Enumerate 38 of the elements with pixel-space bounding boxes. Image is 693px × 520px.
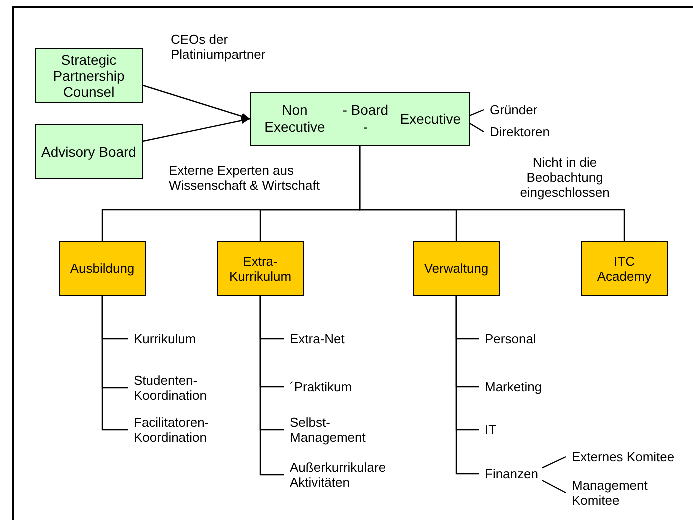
item-label: Externes Komitee xyxy=(572,450,675,464)
connector-line xyxy=(102,296,128,431)
item-label: Kurrikulum xyxy=(134,332,196,346)
item-label: Management Komitee xyxy=(572,478,682,508)
arrow xyxy=(142,117,250,142)
board-box xyxy=(250,92,470,146)
item-label: Studenten-Koordination xyxy=(134,373,244,403)
note-text: Nicht in die Beobachtung eingeschlossen xyxy=(519,155,611,200)
board-text: - Board - xyxy=(342,102,390,136)
board-text: Non Executive xyxy=(264,102,326,136)
arrow xyxy=(142,84,250,120)
item-label: Finanzen xyxy=(485,466,538,482)
connector-line xyxy=(542,480,566,494)
connector-line xyxy=(456,296,479,475)
department-box: ITC Academy xyxy=(581,241,668,296)
board-text: Executive xyxy=(400,110,461,128)
item-label: Extra-Net xyxy=(290,332,345,346)
department-box: Ausbildung xyxy=(59,241,146,296)
connector-line xyxy=(470,123,484,133)
item-label: Direktoren xyxy=(490,124,550,140)
note-text: Externe Experten aus Wissenschaft & Wirtschaft xyxy=(169,163,321,193)
item-label: Marketing xyxy=(485,380,542,394)
item-label: Außerkurrikulare Aktivitäten xyxy=(290,460,400,490)
item-label: Selbst-Management xyxy=(290,415,400,445)
note-text: CEOs der Platiniumpartner xyxy=(171,32,267,62)
connector-line xyxy=(260,296,284,476)
item-label: ´Praktikum xyxy=(290,380,352,394)
process-box: Strategic Partnership Counsel xyxy=(35,48,143,103)
connector-line xyxy=(470,109,484,116)
connector-line xyxy=(542,456,566,469)
item-label: Facilitatoren-Koordination xyxy=(134,415,244,445)
item-label: Gründer xyxy=(490,102,538,118)
process-box: Advisory Board xyxy=(35,124,143,179)
department-box: Verwaltung xyxy=(413,241,500,296)
item-label: Personal xyxy=(485,332,536,346)
department-box: Extra-Kurrikulum xyxy=(217,241,304,296)
item-label: IT xyxy=(485,422,497,438)
connector-line xyxy=(359,146,626,241)
